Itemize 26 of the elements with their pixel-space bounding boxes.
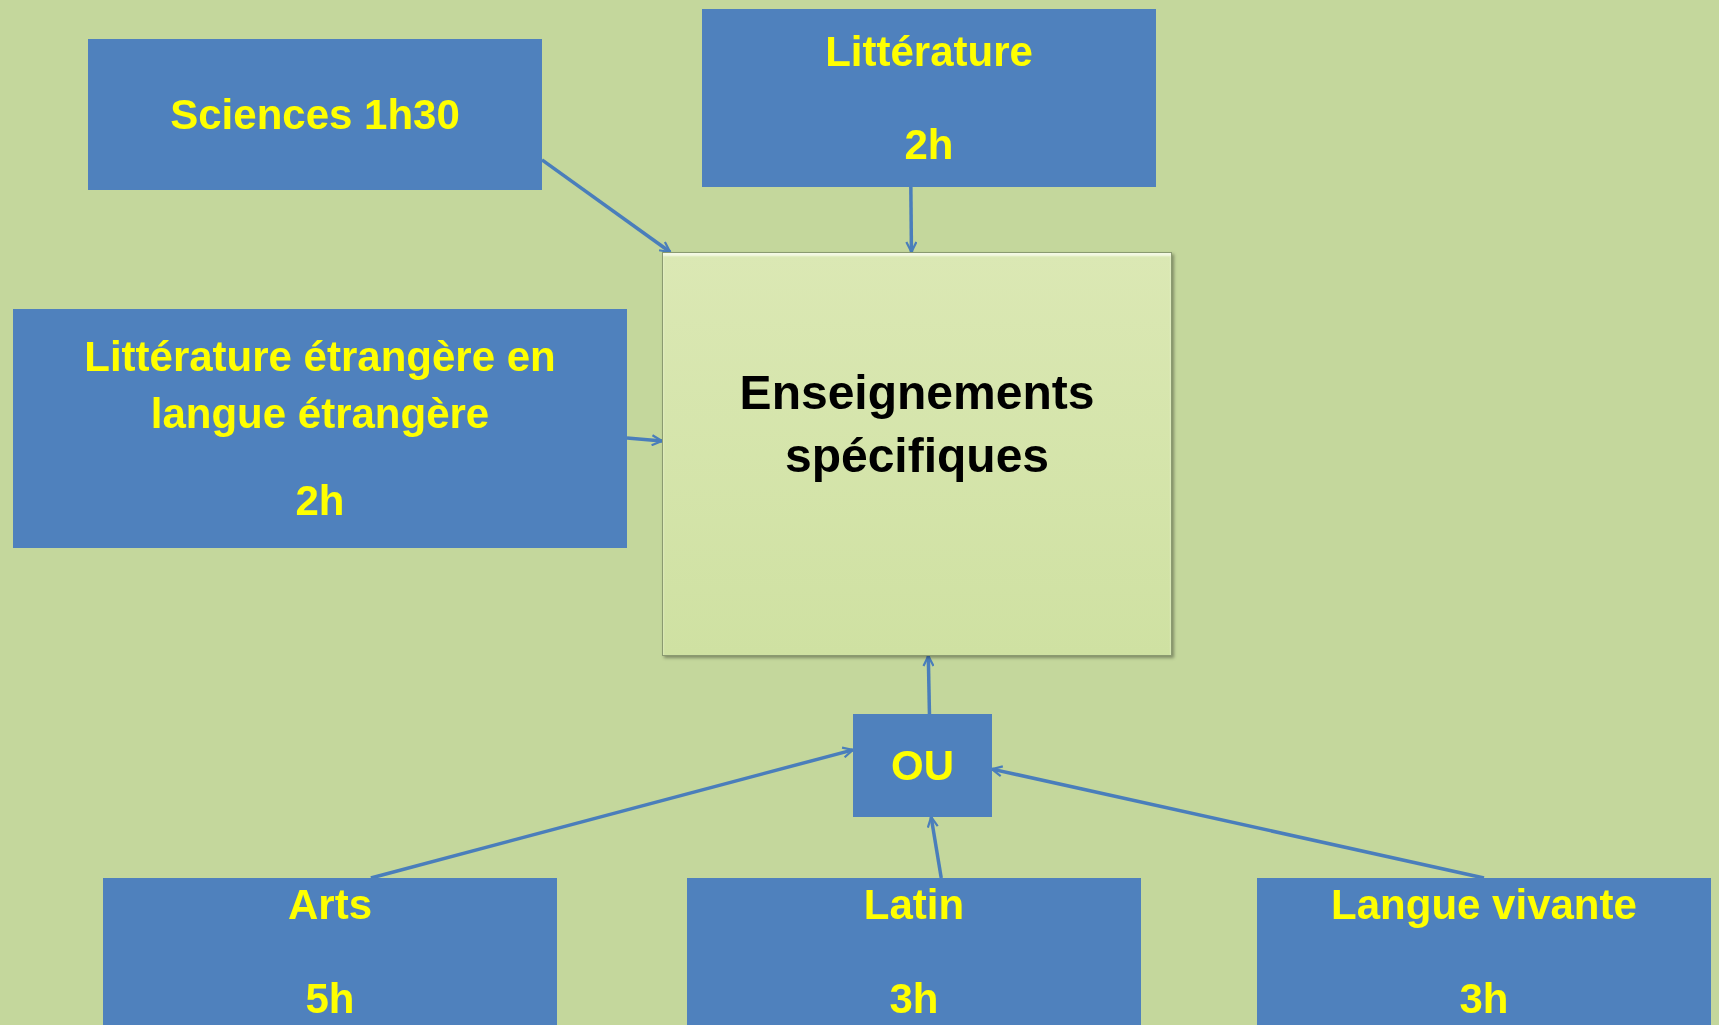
subject-box: [702, 9, 1156, 187]
box-label: OU: [891, 741, 954, 791]
subject-box: [1257, 878, 1711, 1025]
hours-label: 2h: [295, 476, 345, 526]
subject-box: [13, 309, 627, 548]
box-label: Arts: [288, 880, 372, 930]
box-label: Enseignements spécifiques: [738, 365, 1096, 484]
box-label: Langue vivante: [1331, 880, 1637, 930]
box-label: Littérature: [825, 27, 1033, 77]
hours-label: 3h: [1459, 974, 1509, 1024]
arrow: [370, 746, 855, 880]
arrow: [926, 815, 943, 879]
subject-box: [103, 878, 557, 1025]
arrow: [626, 434, 664, 447]
hours-label: 2h: [904, 120, 954, 170]
subject-box: [853, 714, 992, 817]
arrow: [905, 187, 918, 254]
hours-label: 3h: [889, 974, 939, 1024]
arrow: [922, 654, 935, 715]
central-box: [662, 252, 1172, 656]
subject-box: [687, 878, 1141, 1025]
box-label: Sciences 1h30: [170, 90, 460, 140]
box-label: Latin: [863, 880, 965, 930]
subject-box: [88, 39, 542, 190]
hours-label: 5h: [305, 974, 355, 1024]
box-label: Littérature étrangère en langue étrangère: [83, 332, 557, 439]
